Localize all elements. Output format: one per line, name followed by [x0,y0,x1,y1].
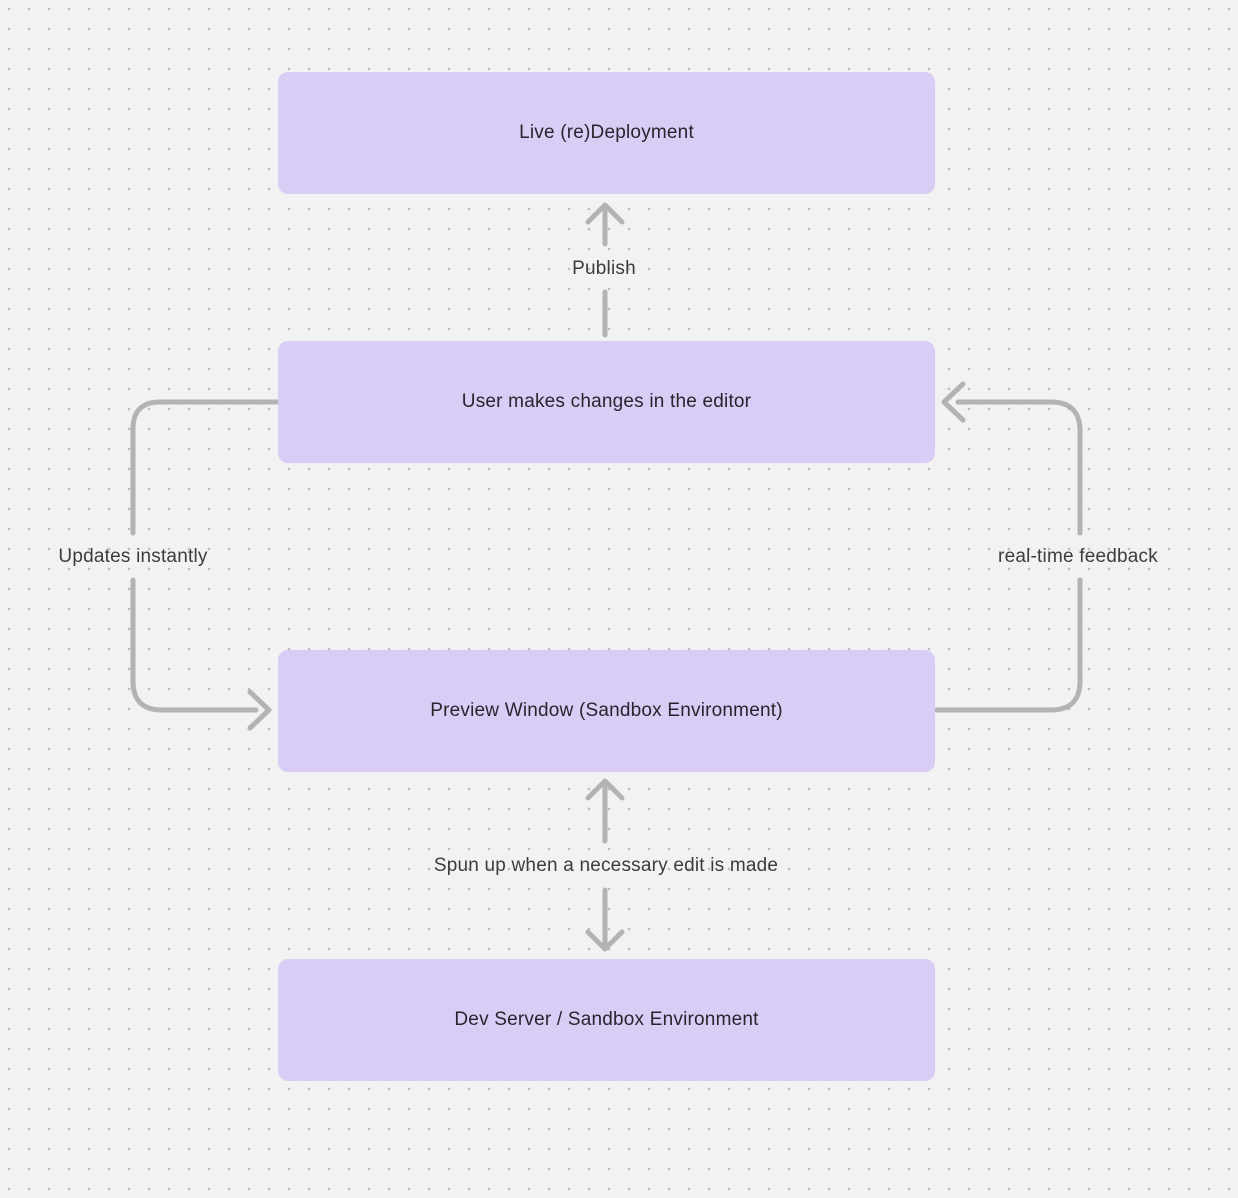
arrowhead-up-icon [585,778,625,801]
arrowhead-up-icon [585,202,625,225]
connector-line [955,399,1083,536]
node-dev-server[interactable]: Dev Server / Sandbox Environment [278,959,935,1081]
node-live-deployment[interactable]: Live (re)Deployment [278,72,935,194]
node-preview-window[interactable]: Preview Window (Sandbox Environment) [278,650,935,772]
node-label-dev-server: Dev Server / Sandbox Environment [454,1009,759,1030]
edge-label-updates-instantly: Updates instantly [58,546,208,567]
edge-label-real-time-feedback: real-time feedback [998,546,1158,567]
connector-line [130,577,259,713]
connector-line [130,399,280,536]
edge-updates-instantly [130,399,280,731]
edge-real-time-feedback [933,381,1083,713]
arrowhead-down-icon [585,929,625,952]
edge-spun-up [585,778,625,952]
arrowhead-right-icon [247,689,272,731]
node-label-preview-window: Preview Window (Sandbox Environment) [430,700,783,721]
node-label-editor: User makes changes in the editor [461,391,752,412]
connector-line [933,577,1083,713]
node-label-live-deployment: Live (re)Deployment [519,122,694,143]
node-editor[interactable]: User makes changes in the editor [278,341,935,463]
edge-label-spun-up: Spun up when a necessary edit is made [433,855,779,876]
edge-publish [585,202,625,338]
arrowhead-left-icon [941,381,966,423]
edge-label-publish: Publish [572,258,636,279]
